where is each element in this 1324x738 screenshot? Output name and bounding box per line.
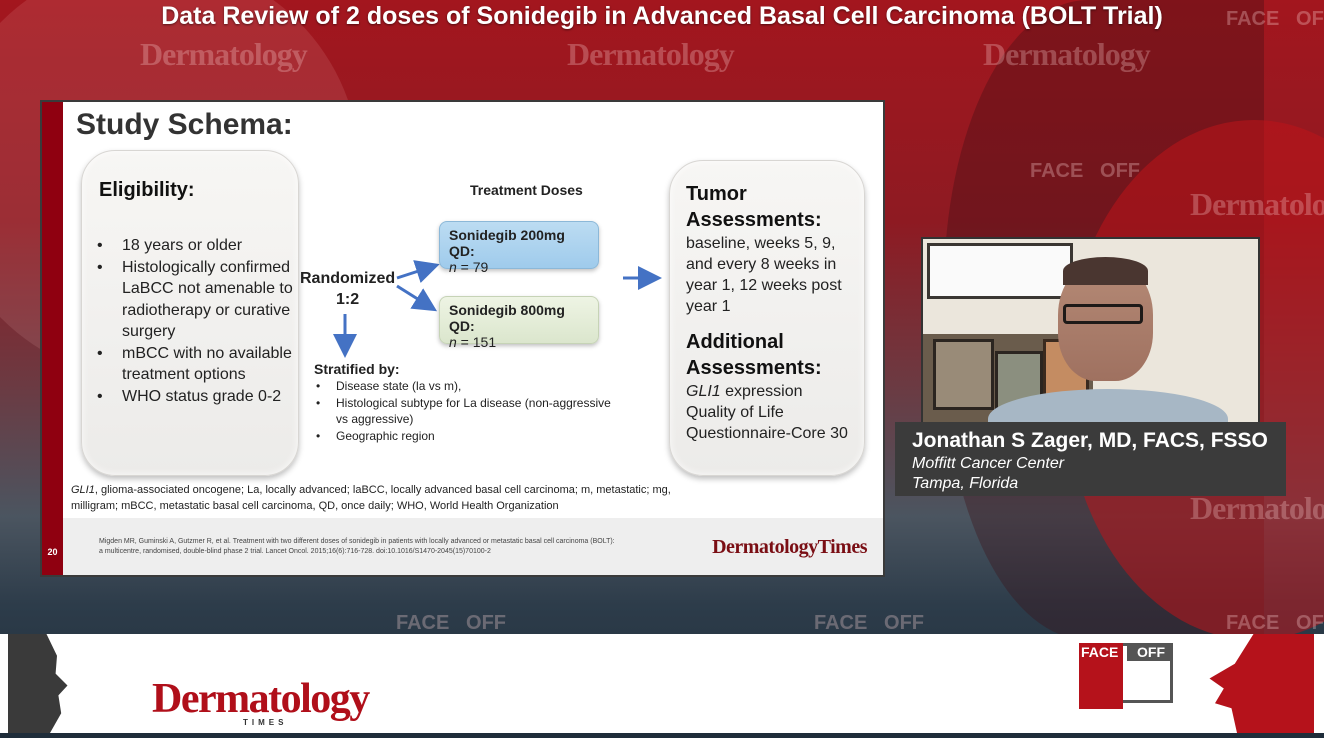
watermark-faceoff: FACE OFF — [814, 612, 925, 634]
questionnaire: Questionnaire-Core 30 — [686, 425, 848, 442]
silhouette-icon — [1209, 634, 1314, 733]
treatment-doses-label: Treatment Doses — [470, 182, 583, 198]
speaker-location: Tampa, Florida — [912, 475, 1019, 492]
broadcast-title: Data Review of 2 doses of Sonidegib in A… — [161, 2, 1163, 30]
face-off-logo: FACE OFF — [1079, 643, 1173, 713]
stratified-list: Disease state (la vs m), Histological su… — [314, 378, 614, 444]
arm-n: n = 79 — [449, 259, 489, 275]
eligibility-list: 18 years or older Histologically confirm… — [94, 235, 294, 407]
arm-label: Sonidegib 800mg QD: — [449, 302, 565, 334]
arm-label: Sonidegib 200mg QD: — [449, 227, 565, 259]
abbreviations-footnote: GLI1, glioma-associated oncogene; La, lo… — [71, 484, 671, 512]
bottom-strip — [0, 733, 1324, 738]
citation: Migden MR, Guminski A, Gutzmer R, et al.… — [99, 538, 615, 555]
speaker-affiliation: Moffitt Cancer Center Tampa, Florida — [912, 454, 1064, 494]
speaker-video — [921, 237, 1260, 427]
list-item: Histological subtype for La disease (non… — [314, 395, 614, 428]
speaker-organization: Moffitt Cancer Center — [912, 455, 1065, 472]
stratification-block: Stratified by: Disease state (la vs m), … — [314, 361, 614, 444]
eligibility-heading: Eligibility: — [99, 179, 195, 201]
watermark-logo: Dermatology — [1190, 186, 1324, 222]
randomized-label: Randomized 1:2 — [300, 268, 395, 310]
times-subtitle: TIMES — [243, 718, 288, 727]
eligibility-card: Eligibility: 18 years or older Histologi… — [81, 150, 299, 476]
watermark-logo: Dermatology — [1190, 490, 1324, 526]
watermark-logo: Dermatology — [140, 36, 308, 72]
list-item: 18 years or older — [94, 235, 294, 257]
speaker-lower-third: Jonathan S Zager, MD, FACS, FSSO Moffitt… — [895, 422, 1286, 496]
speaker-hair — [1063, 257, 1148, 285]
face-text: FACE — [1081, 644, 1119, 660]
watermark-faceoff: FACE OFF — [396, 612, 507, 634]
arm-200mg-box: Sonidegib 200mg QD: n = 79 — [439, 221, 599, 275]
list-item: Disease state (la vs m), — [314, 378, 614, 395]
flow-arrows — [333, 260, 662, 358]
speaker-glasses — [1063, 304, 1143, 324]
arm-n: n = 151 — [449, 334, 497, 350]
silhouette-icon — [8, 634, 68, 733]
speaker-name: Jonathan S Zager, MD, FACS, FSSO — [912, 429, 1268, 452]
stratified-heading: Stratified by: — [314, 361, 400, 377]
dermatology-times-logo: DermatologyTimes — [712, 536, 867, 558]
arm-800mg-box: Sonidegib 800mg QD: n = 151 — [439, 296, 599, 350]
off-text: OFF — [1137, 644, 1165, 660]
photo-frame — [933, 339, 994, 410]
gli1-expression: GLI1 expression — [686, 383, 803, 400]
watermark-logo: Dermatology — [567, 36, 735, 72]
list-item: mBCC with no available treatment options — [94, 343, 294, 386]
dermatology-times-banner-logo: Dermatology — [152, 676, 370, 722]
list-item: Histologically confirmed LaBCC not amena… — [94, 257, 294, 343]
slide-side-bar — [42, 102, 63, 575]
slide-page-number: 20 — [47, 547, 58, 557]
watermark-faceoff: FACE OFF — [1226, 8, 1324, 30]
watermark-faceoff: FACE OFF — [1226, 612, 1324, 634]
randomization-ratio: 1:2 — [336, 291, 360, 308]
slide-title: Study Schema: — [76, 108, 293, 141]
randomized-text: Randomized — [300, 270, 396, 287]
list-item: Geographic region — [314, 428, 614, 445]
watermark-faceoff: FACE OFF — [1030, 160, 1141, 182]
quality-of-life: Quality of Life — [686, 404, 784, 421]
watermark-logo: Dermatology — [983, 36, 1151, 72]
reference-bar: Migden MR, Guminski A, Gutzmer R, et al.… — [63, 518, 883, 575]
wall-picture — [927, 243, 1073, 299]
list-item: WHO status grade 0-2 — [94, 386, 294, 408]
tumor-assessments-text: baseline, weeks 5, 9, and every 8 weeks … — [686, 235, 842, 315]
presentation-slide: 20 Study Schema: Eligibility: 18 years o… — [40, 100, 885, 577]
